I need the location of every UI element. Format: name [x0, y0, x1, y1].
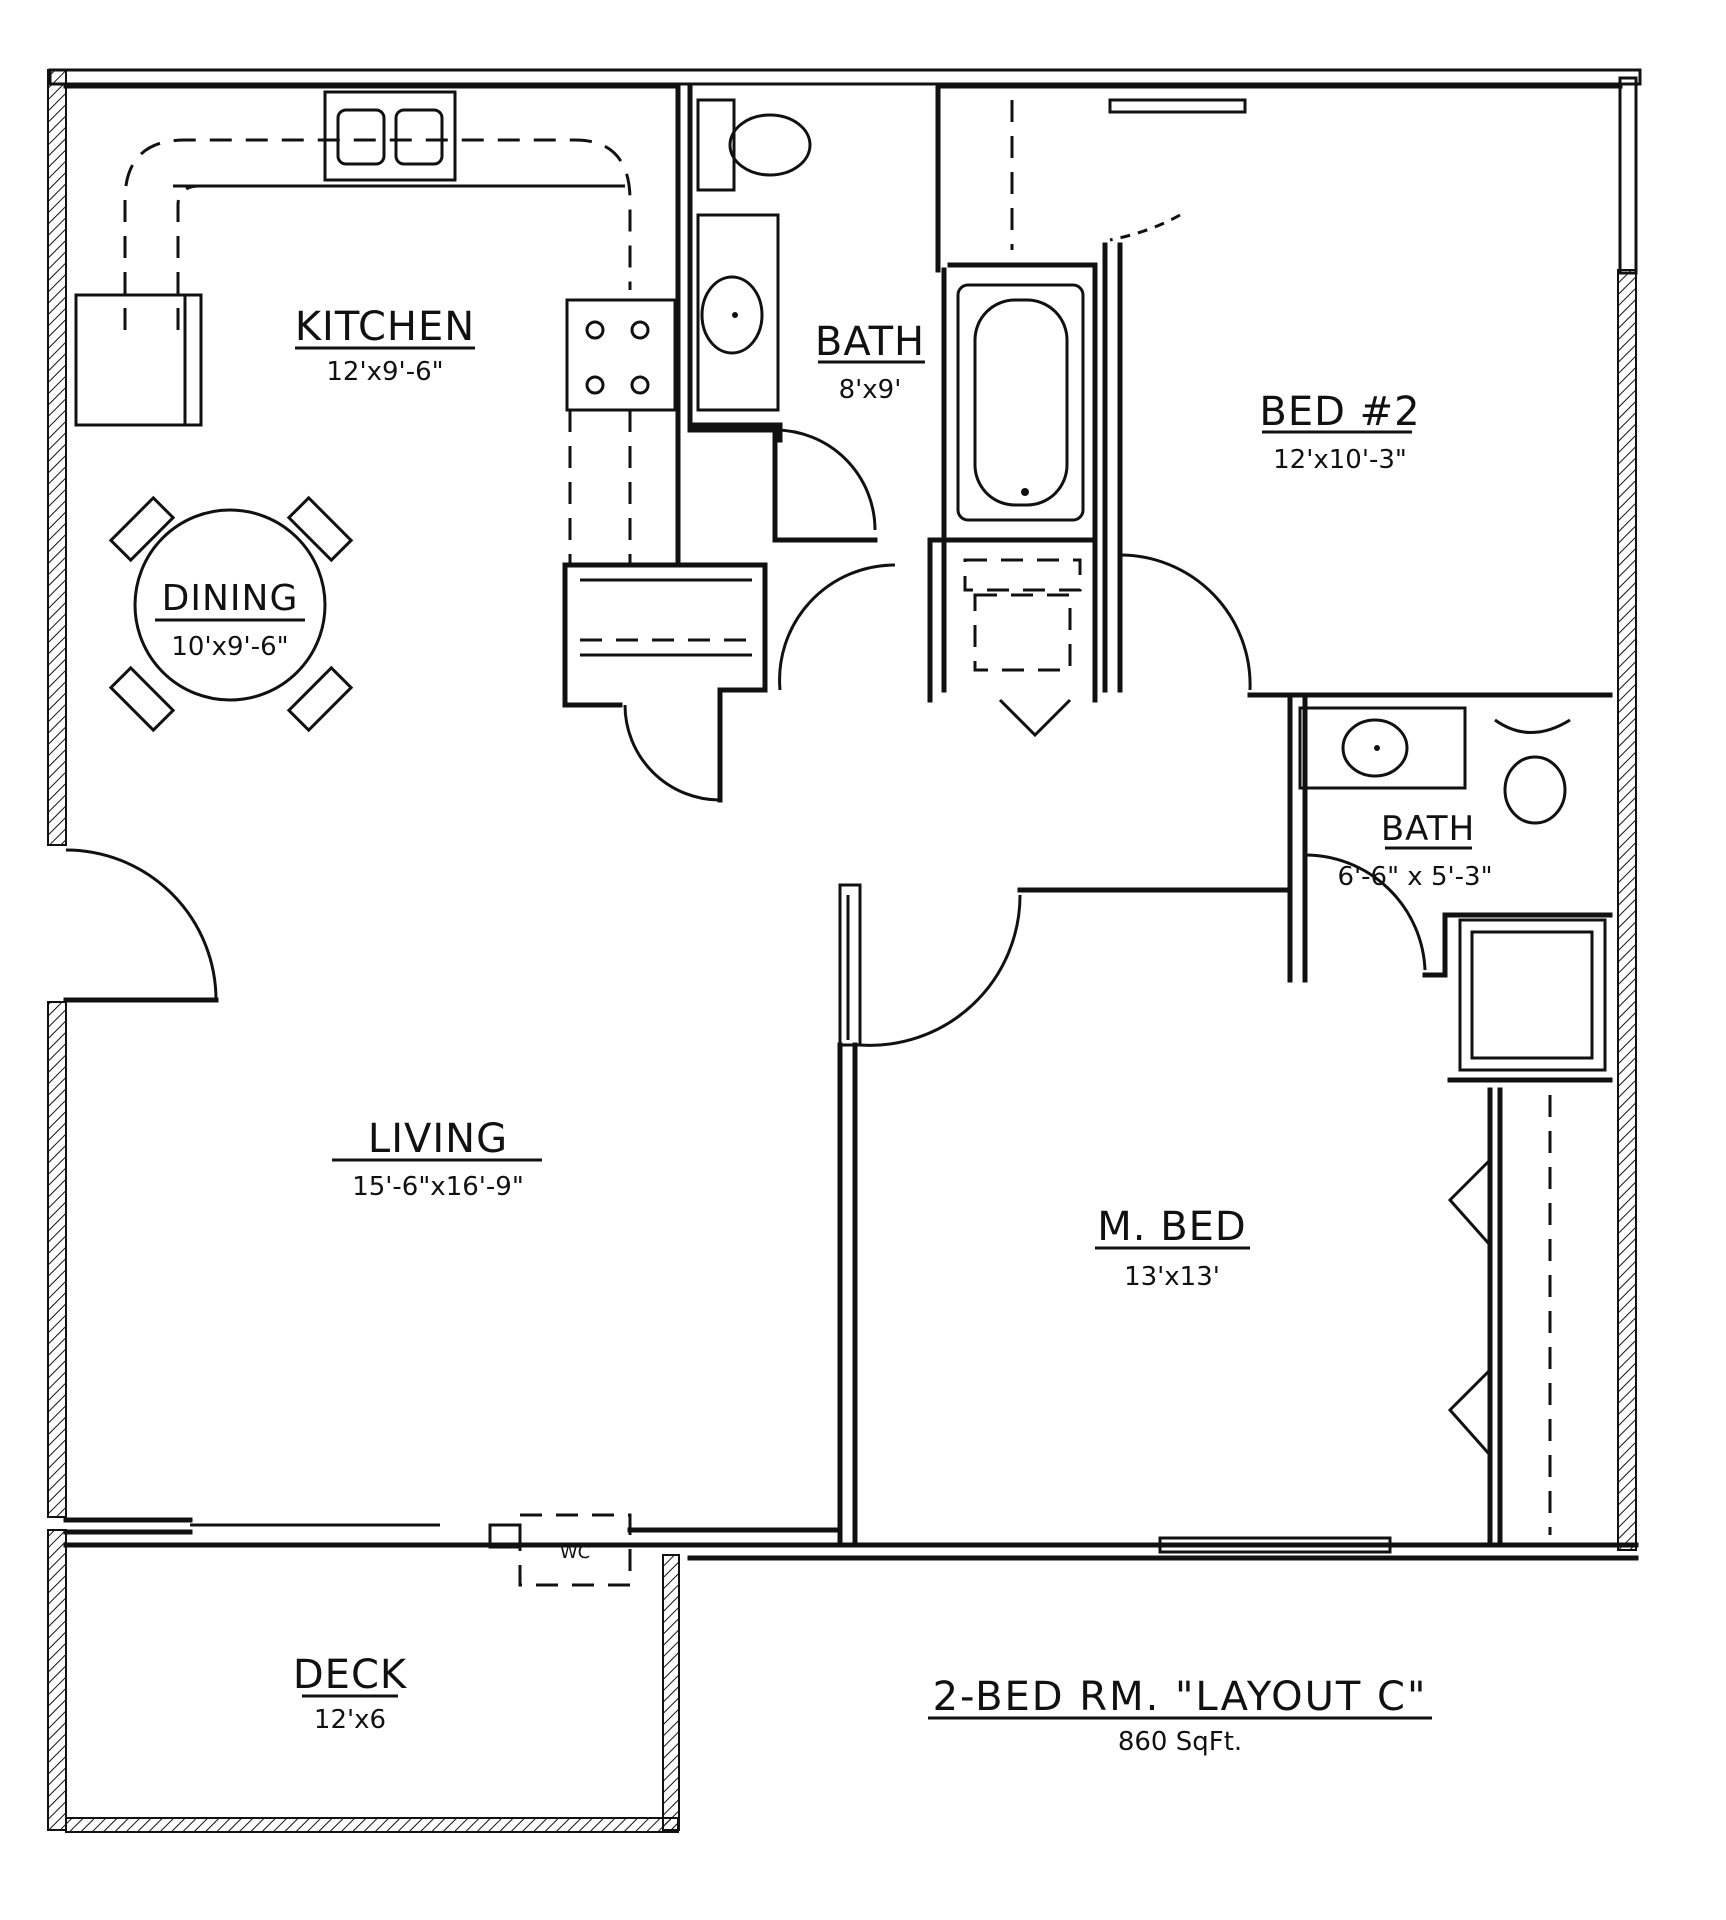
plan-area: 860 SqFt.: [1118, 1727, 1242, 1757]
bath2-shower: [1458, 918, 1607, 1072]
entry-door-swing: [65, 848, 218, 1001]
mbed-window: [1158, 1536, 1392, 1554]
mbed-label: M. BED: [1097, 1204, 1246, 1250]
deck-size: 12'x6: [314, 1705, 386, 1735]
vanity-bath2: [1298, 706, 1467, 790]
mbed-door-swing: [859, 894, 1022, 1047]
left-wall-deck: [47, 1529, 67, 1831]
deck-right-rail: [662, 1554, 680, 1831]
right-wall: [1617, 269, 1637, 1551]
bath1-label: BATH: [815, 319, 925, 365]
bath1-size: 8'x9': [839, 375, 902, 405]
pantry-closet: [562, 562, 768, 803]
living-label: LIVING: [368, 1116, 508, 1162]
deck-bottom-rail: [65, 1817, 679, 1833]
kitchen-sink: [323, 90, 457, 182]
range-stove: [565, 298, 677, 412]
refrigerator: [74, 293, 203, 427]
top-exterior-wall: [48, 68, 1642, 86]
kitchen-size: 12'x9'-6": [326, 357, 443, 387]
bath2-size: 6'-6" x 5'-3": [1337, 862, 1492, 892]
bath-2: [1287, 697, 1613, 1083]
left-wall-upper: [47, 69, 67, 846]
bed-2: [935, 83, 1623, 698]
room-labels: KITCHEN 12'x9'-6" DINING 10'x9'-6" BATH …: [155, 304, 1493, 1735]
kitchen-area: [63, 83, 681, 568]
bed2-window: [1108, 98, 1247, 114]
sink-bath1: [700, 275, 764, 355]
mbed-size: 13'x13': [1124, 1262, 1220, 1292]
dining-label: DINING: [162, 578, 299, 619]
exterior-walls: [47, 68, 1642, 1831]
bathtub: [956, 283, 1085, 522]
toilet-bath1: [728, 113, 812, 177]
dining-table: [108, 495, 354, 733]
right-wall-top: [1618, 76, 1638, 275]
wc-label: WC: [560, 1542, 590, 1563]
living-deck-divider: [63, 1513, 843, 1833]
plan-title-block: 2-BED RM. "LAYOUT C" 860 SqFt.: [928, 1674, 1432, 1757]
deck-label: DECK: [293, 1652, 408, 1698]
linen-closet: [927, 537, 1098, 738]
bath2-label: BATH: [1381, 809, 1475, 849]
kitchen-label: KITCHEN: [295, 304, 475, 350]
left-wall-lower: [47, 1001, 67, 1518]
sink-bath2: [1341, 718, 1409, 778]
plan-title: 2-BED RM. "LAYOUT C": [933, 1674, 1428, 1720]
dining-size: 10'x9'-6": [171, 632, 288, 662]
master-bedroom: [837, 883, 1552, 1554]
bath2-door-swing: [1304, 853, 1427, 971]
living-size: 15'-6"x16'-9": [352, 1172, 524, 1202]
toilet-bath2: [1503, 755, 1567, 825]
bed2-label: BED #2: [1259, 389, 1420, 435]
bed2-door-swing: [1119, 553, 1252, 691]
wc-closet: [518, 1513, 632, 1587]
bed2-size: 12'x10'-3": [1273, 445, 1407, 475]
